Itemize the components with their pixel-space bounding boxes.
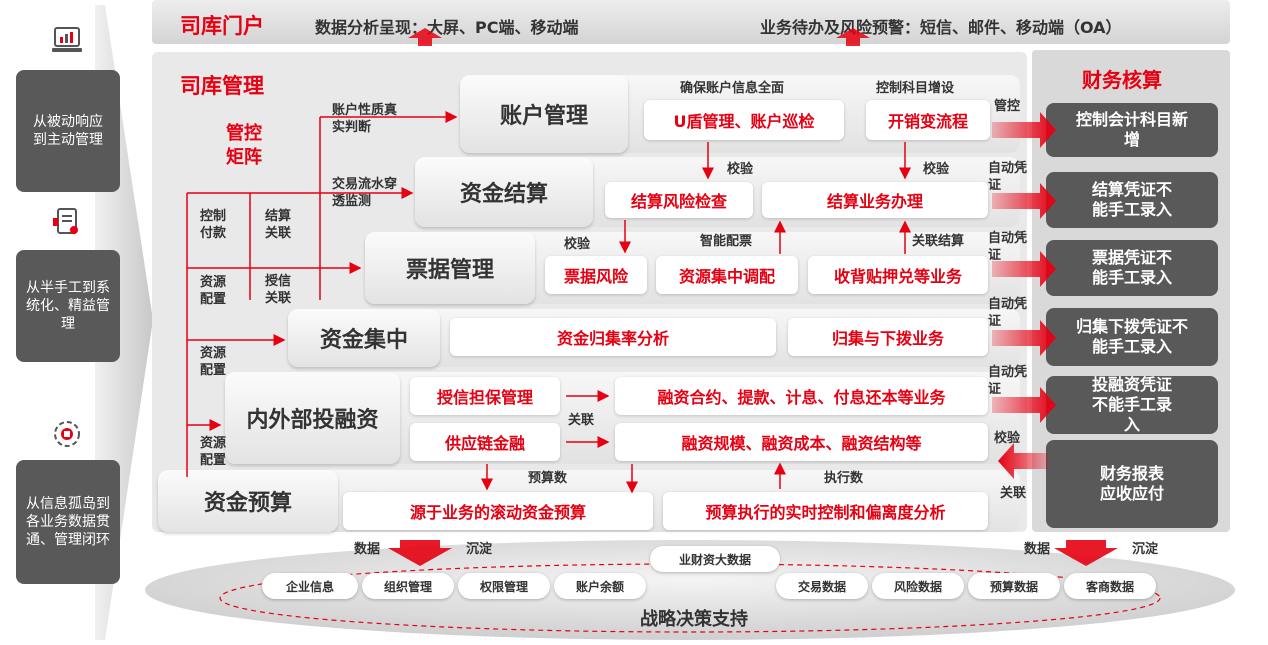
label-account-nature: 账户性质真实判断 bbox=[332, 103, 398, 135]
label-resource-config-2: 资源配置 bbox=[200, 346, 227, 378]
document-chart-icon bbox=[53, 208, 78, 234]
box-settle-business[interactable]: 结算业务办理 bbox=[762, 182, 988, 218]
portal-up-arrows bbox=[408, 28, 870, 46]
box-supply-chain[interactable]: 供应链金融 bbox=[410, 423, 560, 461]
finance-box-5[interactable]: 投融资凭证不能手工录入 bbox=[1046, 375, 1218, 434]
box-settle-risk[interactable]: 结算风险检查 bbox=[605, 182, 753, 218]
label-txn-monitor: 交易流水穿透监测 bbox=[332, 177, 398, 209]
annot-ensure-account: 确保账户信息全面 bbox=[680, 81, 785, 96]
portal-left-text: 数据分析呈现：大屏、PC端、移动端 bbox=[315, 18, 579, 37]
portal-bar bbox=[152, 0, 1230, 44]
module-settlement[interactable]: 资金结算 bbox=[415, 157, 593, 227]
module-pooling[interactable]: 资金集中 bbox=[288, 309, 440, 367]
finance-box-6[interactable]: 财务报表应收应付 bbox=[1046, 440, 1218, 528]
left-item-1-text: 从被动响应到主动管理 bbox=[33, 114, 103, 148]
annot-exec-number: 执行数 bbox=[824, 471, 864, 486]
pill-account-balance[interactable]: 账户余额 bbox=[554, 573, 646, 599]
left-item-1: 从被动响应到主动管理 bbox=[16, 70, 120, 192]
bottom-deposit-right: 沉淀 bbox=[1132, 542, 1159, 557]
annot-verify-3: 校验 bbox=[564, 237, 591, 252]
box-contracts[interactable]: 融资合约、提款、计息、付息还本等业务 bbox=[615, 377, 988, 415]
box-pool-business[interactable]: 归集与下拨业务 bbox=[788, 318, 988, 356]
bottom-data-left: 数据 bbox=[354, 542, 381, 557]
box-ukey[interactable]: U盾管理、账户巡检 bbox=[644, 100, 844, 140]
pill-enterprise-info[interactable]: 企业信息 bbox=[262, 573, 358, 599]
label-settle-link: 结算关联 bbox=[265, 209, 292, 241]
bottom-deposit-left: 沉淀 bbox=[466, 542, 493, 557]
finance-label-auto-4: 自动凭证 bbox=[988, 365, 1028, 397]
matrix-title: 管控矩阵 bbox=[226, 123, 262, 168]
annot-verify-2: 校验 bbox=[923, 162, 950, 177]
box-pool-rate[interactable]: 资金归集率分析 bbox=[450, 318, 776, 356]
module-financing[interactable]: 内外部投融资 bbox=[225, 372, 400, 464]
strategy-label: 战略决策支持 bbox=[640, 609, 748, 630]
bottom-data-right: 数据 bbox=[1024, 542, 1051, 557]
annot-related-settle: 关联结算 bbox=[912, 234, 965, 249]
module-bills[interactable]: 票据管理 bbox=[365, 232, 535, 304]
pill-budget-data[interactable]: 预算数据 bbox=[968, 573, 1060, 599]
finance-label-auto-3: 自动凭证 bbox=[988, 297, 1028, 329]
annot-verify-1: 校验 bbox=[727, 162, 754, 177]
pill-transaction-data[interactable]: 交易数据 bbox=[776, 573, 868, 599]
box-new-process[interactable]: 开销变流程 bbox=[866, 100, 990, 140]
laptop-chart-icon bbox=[52, 27, 82, 52]
finance-label-control: 管控 bbox=[994, 99, 1021, 114]
box-bill-risk[interactable]: 票据风险 bbox=[545, 256, 647, 294]
main-title: 司库管理 bbox=[180, 74, 264, 98]
box-endorse[interactable]: 收背贴押兑等业务 bbox=[808, 256, 988, 294]
annot-related: 关联 bbox=[568, 413, 595, 428]
label-resource-config-1: 资源配置 bbox=[200, 275, 227, 307]
pill-merchant-data[interactable]: 客商数据 bbox=[1064, 573, 1156, 599]
box-rolling-budget[interactable]: 源于业务的滚动资金预算 bbox=[343, 492, 653, 530]
pill-org-management[interactable]: 组织管理 bbox=[362, 573, 454, 599]
module-budget[interactable]: 资金预算 bbox=[158, 470, 338, 532]
left-item-3: 从信息孤岛到各业务数据贯通、管理闭环 bbox=[16, 460, 120, 584]
big-data-pill[interactable]: 业财资大数据 bbox=[650, 546, 780, 572]
finance-box-1[interactable]: 控制会计科目新增 bbox=[1046, 103, 1218, 157]
finance-box-3[interactable]: 票据凭证不能手工录入 bbox=[1046, 240, 1218, 296]
finance-box-2[interactable]: 结算凭证不能手工录入 bbox=[1046, 172, 1218, 228]
data-cycle-icon bbox=[54, 421, 80, 447]
annot-budget-number: 预算数 bbox=[528, 471, 568, 486]
pill-risk-data[interactable]: 风险数据 bbox=[872, 573, 964, 599]
box-fin-scale[interactable]: 融资规模、融资成本、融资结构等 bbox=[615, 423, 988, 461]
module-account[interactable]: 账户管理 bbox=[460, 75, 628, 153]
box-guarantee[interactable]: 授信担保管理 bbox=[410, 377, 560, 415]
annot-control-subject: 控制科目增设 bbox=[876, 81, 955, 96]
finance-box-4[interactable]: 归集下拨凭证不能手工录入 bbox=[1046, 308, 1218, 366]
finance-label-auto-2: 自动凭证 bbox=[988, 231, 1028, 263]
label-resource-config-3: 资源配置 bbox=[200, 436, 227, 468]
left-item-3-text: 从信息孤岛到各业务数据贯通、管理闭环 bbox=[26, 496, 110, 548]
label-control-payment: 控制付款 bbox=[200, 209, 227, 241]
finance-label-auto-1: 自动凭证 bbox=[988, 161, 1028, 193]
box-resource-dispatch[interactable]: 资源集中调配 bbox=[656, 256, 798, 294]
box-budget-exec[interactable]: 预算执行的实时控制和偏离度分析 bbox=[663, 492, 988, 530]
label-credit-link: 授信关联 bbox=[265, 274, 292, 306]
left-item-2-text: 从半手工到系统化、精益管理 bbox=[26, 280, 110, 332]
portal-title: 司库门户 bbox=[180, 14, 264, 38]
finance-label-verify: 校验 bbox=[994, 431, 1021, 446]
pill-permission-management[interactable]: 权限管理 bbox=[458, 573, 550, 599]
finance-label-related: 关联 bbox=[1000, 486, 1027, 501]
left-item-2: 从半手工到系统化、精益管理 bbox=[16, 250, 120, 362]
annot-smart-match: 智能配票 bbox=[700, 234, 753, 249]
finance-title: 财务核算 bbox=[1082, 68, 1162, 92]
